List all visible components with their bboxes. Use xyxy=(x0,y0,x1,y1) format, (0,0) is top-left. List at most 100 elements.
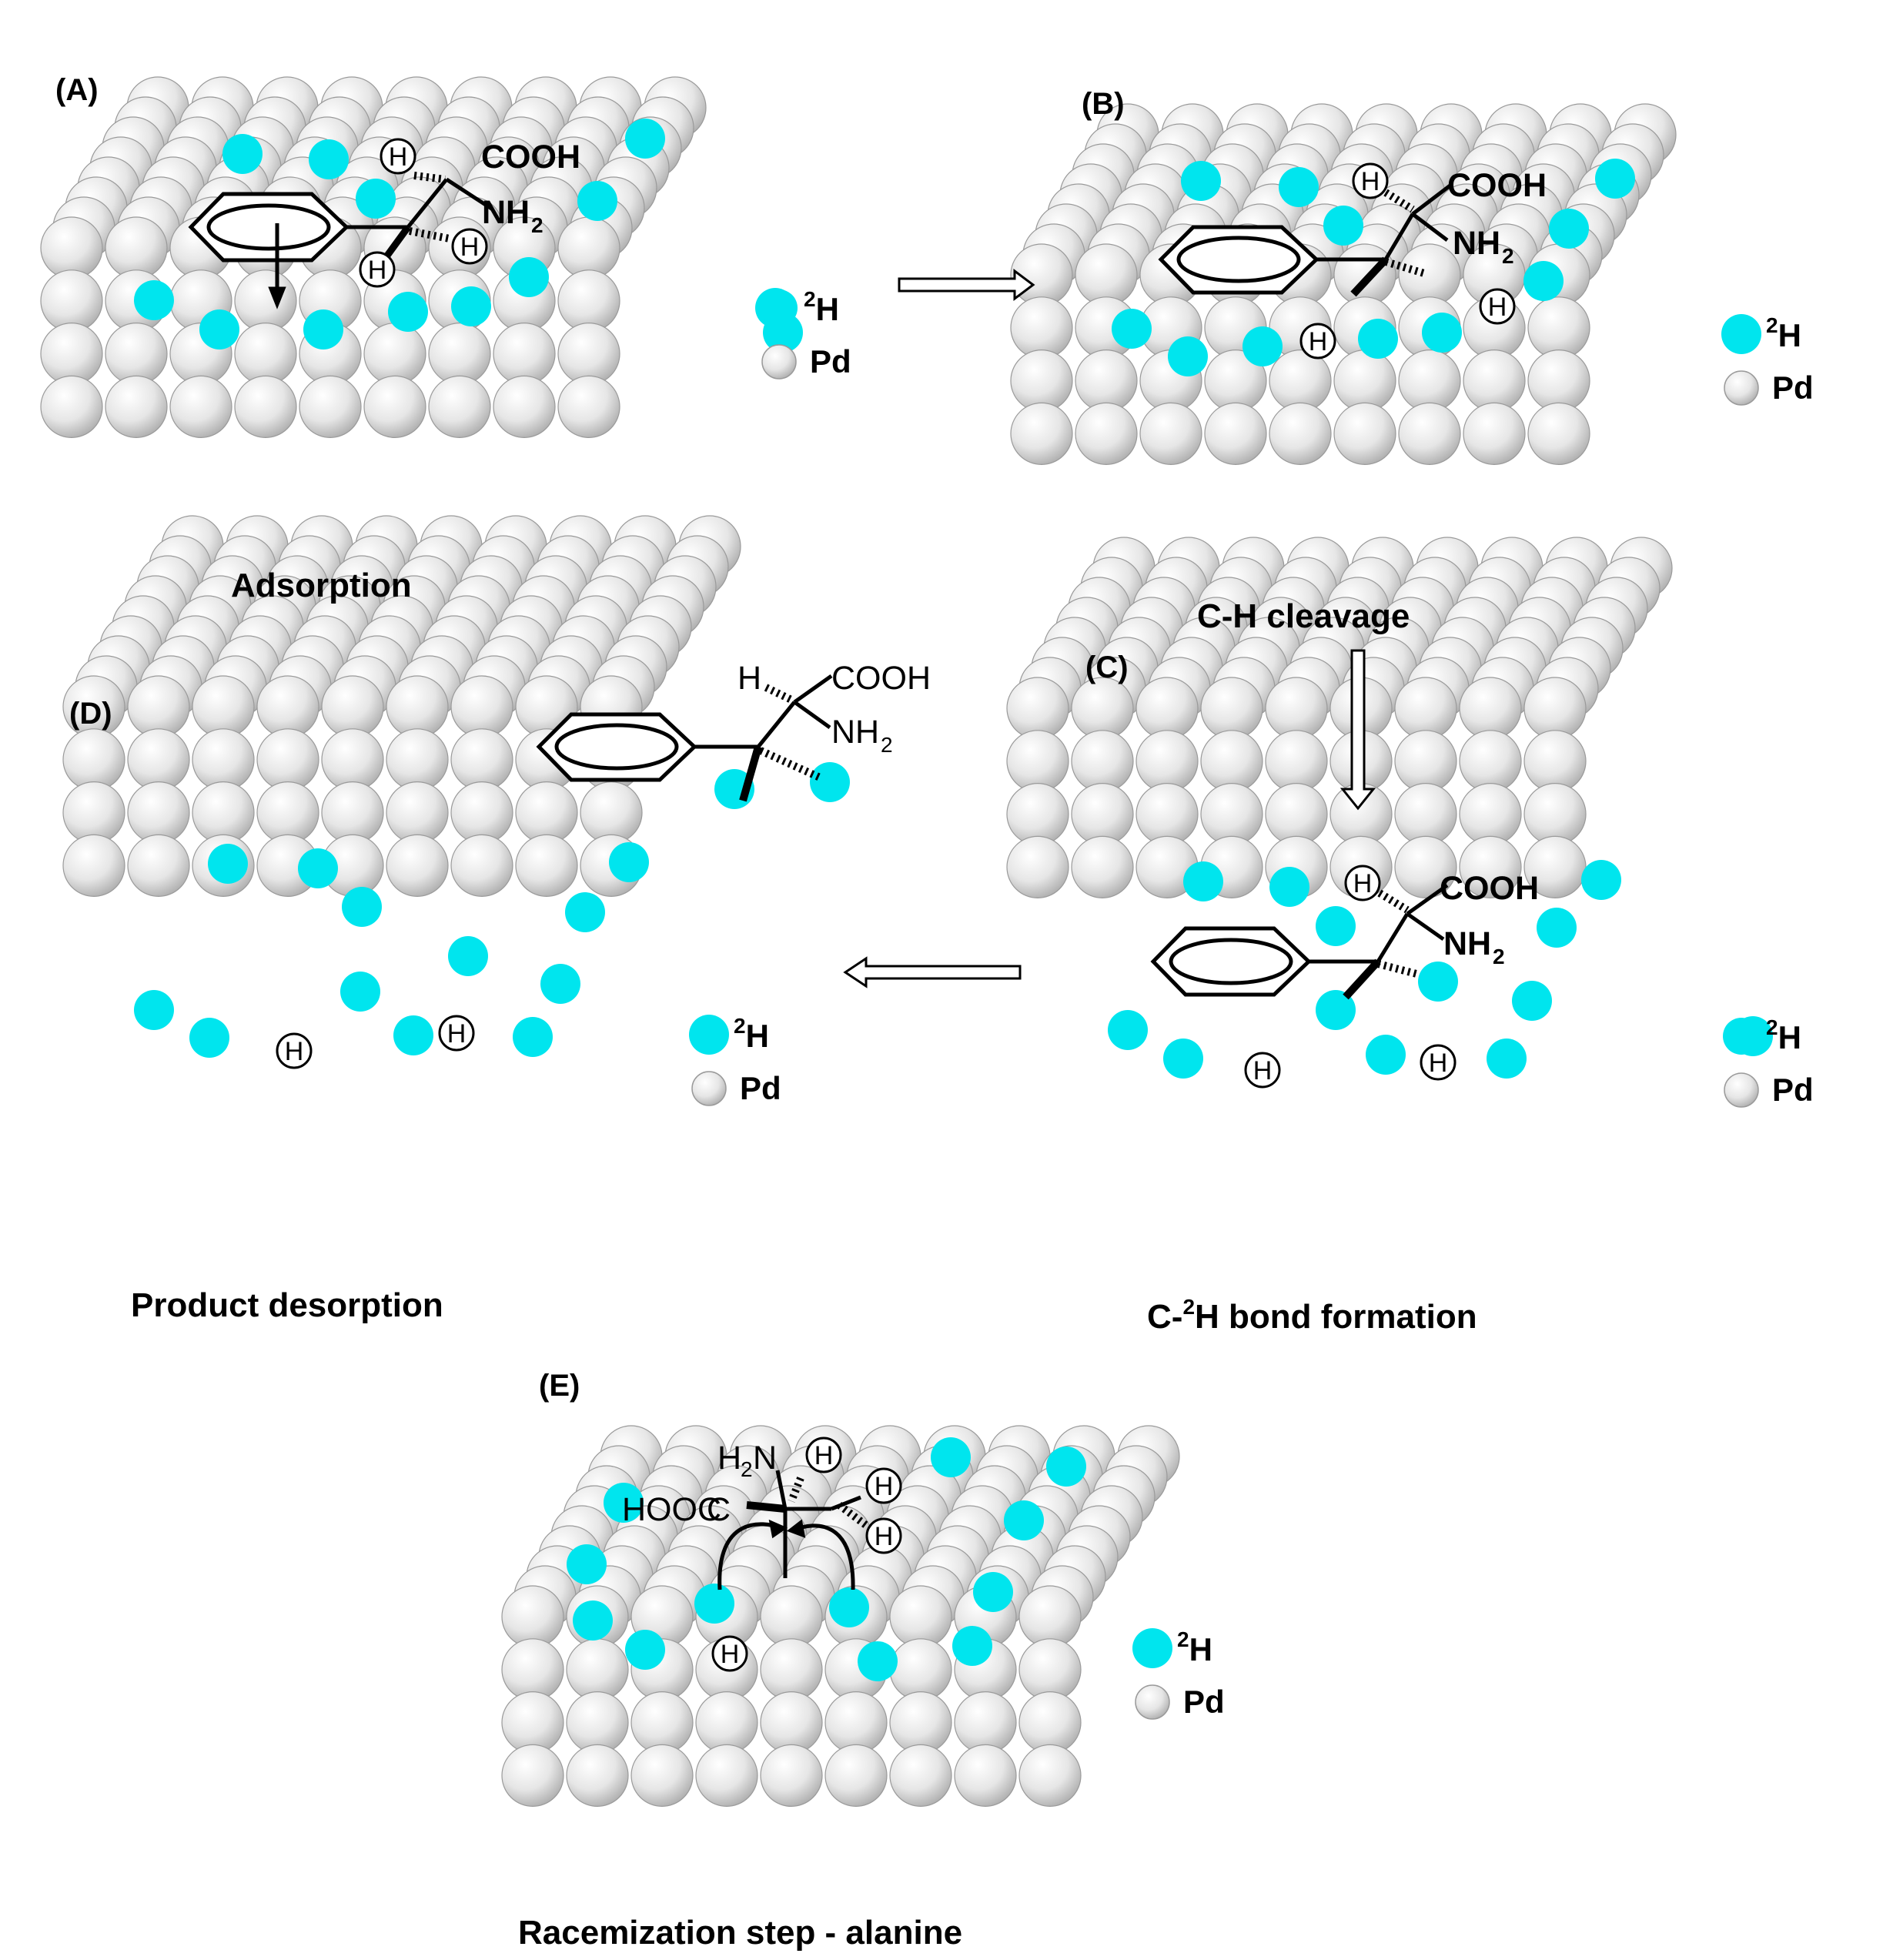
pd-atom xyxy=(1006,677,1069,740)
deuterium-atom xyxy=(451,286,491,326)
pd-atom xyxy=(557,216,620,279)
deuterium-atom xyxy=(609,842,649,882)
deuterium-atom xyxy=(340,972,380,1012)
pd-atom xyxy=(1018,1691,1082,1754)
pd-atom xyxy=(62,781,125,845)
h-atom-ring xyxy=(438,1015,475,1052)
circled-h-atom: H xyxy=(805,1437,842,1473)
deuterium-atom xyxy=(309,139,349,179)
deuterium-atom xyxy=(356,179,396,219)
deuterium-atom xyxy=(1595,159,1635,199)
alanine-molecule xyxy=(717,1470,872,1590)
hash-bond xyxy=(788,1477,804,1503)
caption-c2h-bond-formation: C-2H bond formation xyxy=(1147,1295,1477,1336)
legend-pd-label: Pd xyxy=(740,1070,781,1106)
deuterium-atom xyxy=(448,936,488,976)
circled-h-atom: H xyxy=(438,1015,475,1052)
hash-bond xyxy=(413,172,446,183)
circled-h-atom: H xyxy=(711,1635,748,1672)
caption-adsorption: Adsorption xyxy=(231,567,412,604)
deuterium-atom xyxy=(858,1641,898,1681)
circled-h-atom: H xyxy=(1352,162,1389,199)
pd-atom xyxy=(1200,782,1263,846)
pd-atom xyxy=(557,323,620,386)
h-atom-label: H xyxy=(285,1037,304,1066)
circled-h-atom: H xyxy=(865,1517,902,1554)
deuterium-atom xyxy=(303,309,343,350)
hash-bond xyxy=(764,684,795,704)
nh2-label: NH xyxy=(1453,225,1500,262)
pd-atom xyxy=(1135,782,1199,846)
pd-atom xyxy=(127,728,190,791)
product-molecule xyxy=(536,674,833,802)
legend-deuterium-label: 2H xyxy=(1766,313,1801,353)
pd-atom xyxy=(40,216,103,279)
pd-atom xyxy=(450,728,513,791)
deuterium-atom xyxy=(1512,981,1552,1021)
legend-h: H xyxy=(1778,1019,1801,1055)
deuterium-atom xyxy=(1183,861,1223,901)
pd-atom xyxy=(1010,350,1073,413)
deuterium-atom xyxy=(199,309,239,350)
pd-atom xyxy=(1394,835,1457,899)
cooh-label: COOH xyxy=(1447,167,1547,204)
deuterium-atom xyxy=(1181,161,1221,201)
cooh-label: COOH xyxy=(831,660,931,697)
panel-tag-c: (C) xyxy=(1085,651,1129,684)
pd-atom xyxy=(760,1638,823,1701)
pd-surface-b xyxy=(1010,103,1677,466)
deuterium-atom xyxy=(625,119,665,159)
h2n-label: H xyxy=(717,1440,741,1477)
caption-racemization: Racemization step - alanine xyxy=(518,1914,962,1952)
h-atom-label: H xyxy=(721,1640,740,1669)
deuterium-atom xyxy=(189,1018,229,1058)
legend-h: H xyxy=(816,291,839,327)
h-atom-label: H xyxy=(1253,1056,1273,1085)
pd-atom xyxy=(192,675,255,738)
hash-bond xyxy=(409,227,450,242)
deuterium-atom xyxy=(1366,1035,1406,1075)
pd-atom xyxy=(428,375,491,439)
pd-atom xyxy=(105,323,168,386)
circled-h-atom: H xyxy=(380,138,416,175)
deuterium-atom xyxy=(1242,326,1283,366)
deuterium-atom xyxy=(208,844,248,884)
pd-atom xyxy=(234,323,297,386)
deuterium-atom xyxy=(567,1544,607,1584)
deuterium-atom xyxy=(1537,908,1577,948)
pd-atom xyxy=(386,675,449,738)
pd-atom xyxy=(1459,782,1522,846)
pd-atom xyxy=(1527,350,1590,413)
arrow-c-to-d xyxy=(843,956,1022,988)
deuterium-atom xyxy=(509,257,549,297)
panel-tag-d: (D) xyxy=(69,697,112,731)
pd-atom xyxy=(256,675,319,738)
hash-bond xyxy=(837,1502,872,1531)
pd-atom xyxy=(1333,402,1396,466)
pd-atom xyxy=(105,375,168,439)
caption-c2h-pre: C- xyxy=(1147,1298,1182,1336)
h-atom-ring xyxy=(1299,323,1336,360)
legend-h: H xyxy=(1778,317,1801,353)
legend-pd-swatch xyxy=(691,1071,727,1106)
h-label: H xyxy=(737,660,761,697)
h-atom-ring xyxy=(711,1635,748,1672)
pd-atom xyxy=(1010,402,1073,466)
deuterium-atom xyxy=(1279,167,1319,207)
h-atom-ring xyxy=(380,138,416,175)
pd-atom xyxy=(1071,677,1134,740)
pd-atom xyxy=(363,323,426,386)
pd-atom xyxy=(1333,243,1396,306)
pd-atom xyxy=(256,781,319,845)
pd-atom xyxy=(760,1744,823,1807)
deuterium-atoms xyxy=(134,119,1773,1681)
pd-atom xyxy=(1200,730,1263,793)
pd-atom xyxy=(1394,782,1457,846)
pd-atom xyxy=(1010,296,1073,360)
pd-atom xyxy=(630,1691,694,1754)
deuterium-atom xyxy=(298,848,338,888)
pd-atom xyxy=(566,1638,629,1701)
legend-pd-label: Pd xyxy=(810,343,851,380)
